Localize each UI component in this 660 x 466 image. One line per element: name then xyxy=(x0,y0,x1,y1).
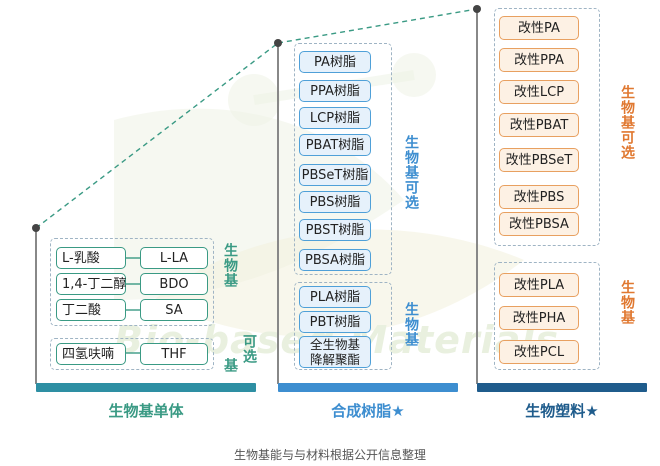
monomer-column-label: 生物基单体 xyxy=(108,402,184,420)
monomer-thf: THF xyxy=(140,343,208,365)
monomer-l-la: L-LA xyxy=(140,247,208,269)
trend-line xyxy=(32,5,481,384)
plastic-item: 改性LCP xyxy=(499,80,579,104)
plastic-column-label: 生物塑料★ xyxy=(525,402,599,420)
resin-item: PBS树脂 xyxy=(299,191,371,213)
monomer-succinic-acid: 丁二酸 xyxy=(56,299,126,321)
plastic-bio-item: 改性PCL xyxy=(499,340,579,364)
monomer-sa: SA xyxy=(140,299,208,321)
resin-bio-label: 生物基 xyxy=(403,302,419,347)
plastic-bio-item: 改性PHA xyxy=(499,306,579,330)
monomer-optional-label: 可选 xyxy=(241,334,257,364)
resin-column-label: 合成树脂★ xyxy=(331,402,405,420)
plastic-bio-item: 改性PLA xyxy=(499,273,579,297)
plastic-item: 改性PBS xyxy=(499,185,579,209)
plastic-item: 改性PBSeT xyxy=(499,148,579,172)
diagram-figure: Bio-based Materials L-乳酸 L-LA 1,4-丁二醇 BD… xyxy=(4,0,656,434)
resin-optional-label: 生物基可选 xyxy=(403,135,419,210)
resin-item: PPA树脂 xyxy=(299,80,371,102)
resin-bio-group xyxy=(294,282,392,370)
plastic-optional-label: 生物基可选 xyxy=(619,85,635,160)
monomer-thf-name: 四氢呋喃 xyxy=(56,343,126,365)
resin-item: PBSeT树脂 xyxy=(299,164,371,186)
plastic-item: 改性PBSA xyxy=(499,212,579,236)
resin-base-bar xyxy=(278,383,458,392)
monomer-bio-label: 生物基 xyxy=(222,243,238,288)
monomer-optional-group xyxy=(50,338,214,370)
resin-item: PBAT树脂 xyxy=(299,134,371,156)
monomer-bio-group xyxy=(50,238,214,326)
monomer-bdo: BDO xyxy=(140,273,208,295)
monomer-connectors xyxy=(126,257,140,354)
resin-bio-item: 全生物基 降解聚酯 xyxy=(299,336,371,368)
resin-item: PA树脂 xyxy=(299,51,371,73)
resin-optional-group xyxy=(294,43,392,275)
plastic-bio-label: 生物基 xyxy=(619,280,635,325)
plastic-base-bar xyxy=(477,383,647,392)
resin-bio-item: PBT树脂 xyxy=(299,311,371,333)
resin-item: PBST树脂 xyxy=(299,219,371,241)
plastic-optional-group xyxy=(494,8,600,246)
resin-item: PBSA树脂 xyxy=(299,249,371,271)
monomer-l-lactic-acid: L-乳酸 xyxy=(56,247,126,269)
figure-caption: 生物基能与与材料根据公开信息整理 xyxy=(233,448,426,462)
plastic-item: 改性PBAT xyxy=(499,113,579,137)
monomer-base-bar xyxy=(36,383,256,392)
plastic-item: 改性PA xyxy=(499,16,579,40)
plastic-bio-group xyxy=(494,262,600,370)
plastic-item: 改性PPA xyxy=(499,48,579,72)
monomer-optional-label-2: 基 xyxy=(222,358,238,373)
resin-item: LCP树脂 xyxy=(299,107,371,129)
resin-bio-item: PLA树脂 xyxy=(299,286,371,308)
monomer-bdo-name: 1,4-丁二醇 xyxy=(56,273,126,295)
